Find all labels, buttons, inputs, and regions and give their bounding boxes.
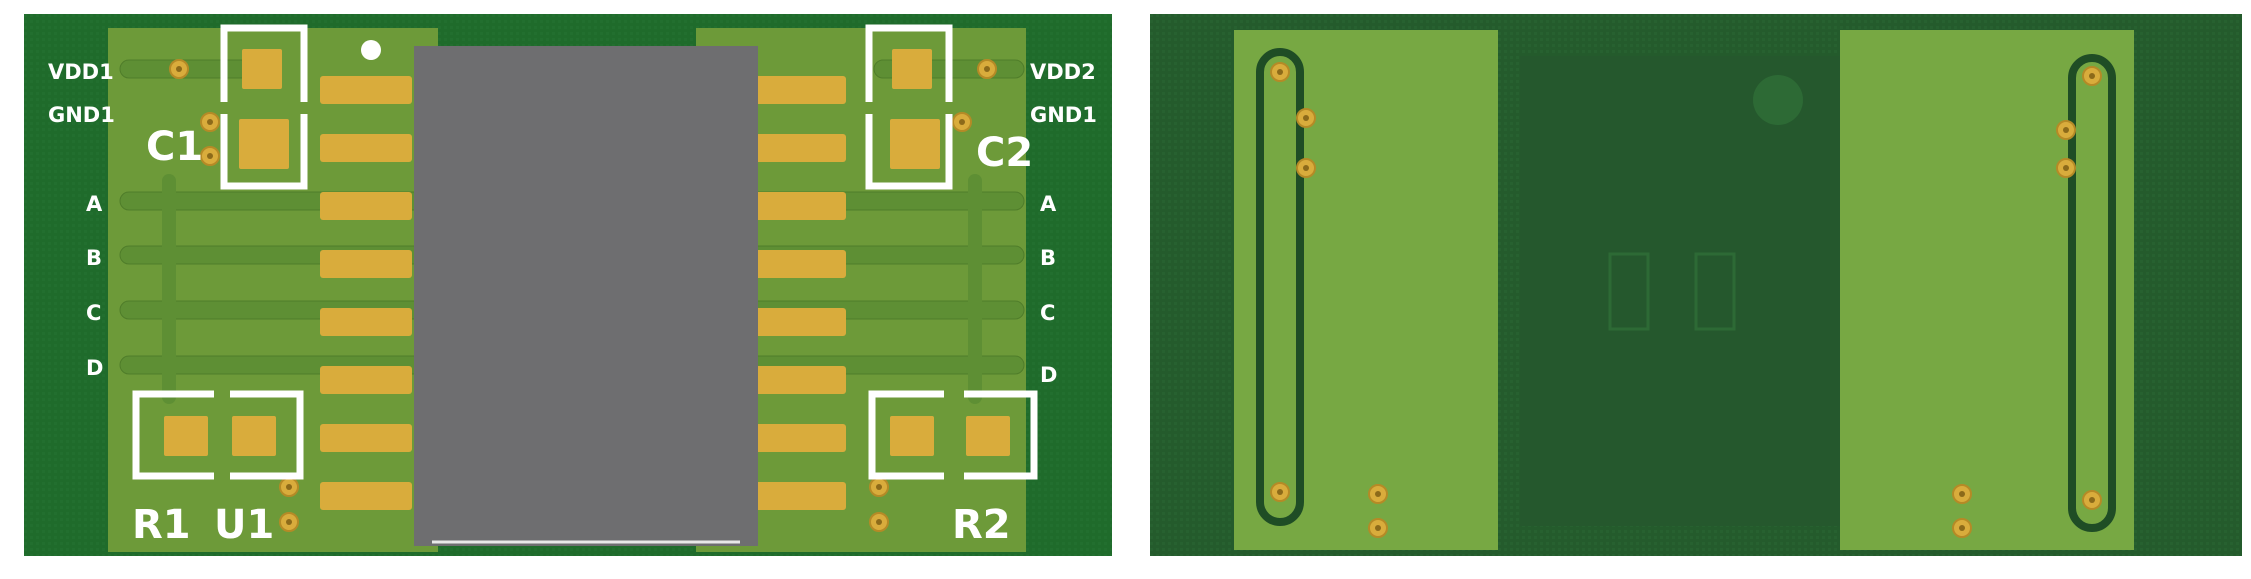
pcb-top-svg: VDD1 GND1 A B C D VDD2 GND1 A B C D C1 C…: [24, 14, 1112, 556]
label-vdd2: VDD2: [1030, 60, 1096, 84]
designator-c1: C1: [146, 124, 203, 170]
right-isolation-slot: [2068, 54, 2116, 532]
c2-outline-top: [865, 24, 953, 102]
vias: [169, 59, 997, 532]
center-pad-ghost-left: [1608, 252, 1650, 331]
r2-outline-left: [868, 390, 944, 480]
pcb-bottom-view: [1150, 14, 2242, 556]
pcb-top-view: VDD1 GND1 A B C D VDD2 GND1 A B C D C1 C…: [24, 14, 1112, 556]
c1-outline-bottom: [220, 114, 308, 190]
c1-pad-2: [239, 119, 289, 169]
label-gnd1-left: GND1: [48, 103, 115, 127]
r2-pad-2: [966, 416, 1010, 456]
passive-pads: [164, 49, 1010, 456]
designator-r2: R2: [952, 502, 1011, 548]
r2-outline-right: [964, 390, 1038, 480]
r1-pad-1: [164, 416, 208, 456]
u1-outline: [230, 390, 304, 480]
c2-pad-2: [890, 119, 940, 169]
label-c-left: C: [86, 301, 101, 325]
label-a-left: A: [86, 192, 103, 216]
pin1-marker-ghost: [1753, 75, 1803, 125]
designator-u1: U1: [214, 502, 274, 548]
ic-body: [414, 46, 758, 546]
label-b-left: B: [86, 246, 102, 270]
ic-footprint-shadow: [1520, 56, 1850, 526]
ic-pads-left: [320, 76, 412, 510]
c2-outline-bottom: [865, 114, 953, 190]
left-isolation-slot: [1256, 48, 1304, 526]
r1-outline: [132, 390, 214, 480]
center-pad-ghost-right: [1694, 252, 1736, 331]
ic-pads-right: [754, 76, 846, 510]
designator-r1: R1: [132, 502, 191, 548]
vertical-traces: [162, 174, 982, 404]
bottom-via-holes: [1277, 69, 2095, 531]
c1-pad-1: [242, 49, 282, 89]
trace-vdd1: [119, 59, 261, 79]
pcb-bottom-svg: [1150, 14, 2242, 556]
label-d-left: D: [86, 356, 103, 380]
designator-c2: C2: [976, 130, 1033, 176]
c1-outline-top: [220, 24, 308, 102]
r1-pad-2: [232, 416, 276, 456]
label-gnd1-right: GND1: [1030, 103, 1097, 127]
silkscreen-outlines: [132, 24, 1038, 480]
label-c-right: C: [1040, 301, 1055, 325]
label-b-right: B: [1040, 246, 1056, 270]
c2-pad-1: [892, 49, 932, 89]
label-vdd1: VDD1: [48, 60, 114, 84]
pin1-marker: [361, 40, 381, 60]
label-a-right: A: [1040, 192, 1057, 216]
label-d-right: D: [1040, 363, 1057, 387]
r2-pad-1: [890, 416, 934, 456]
